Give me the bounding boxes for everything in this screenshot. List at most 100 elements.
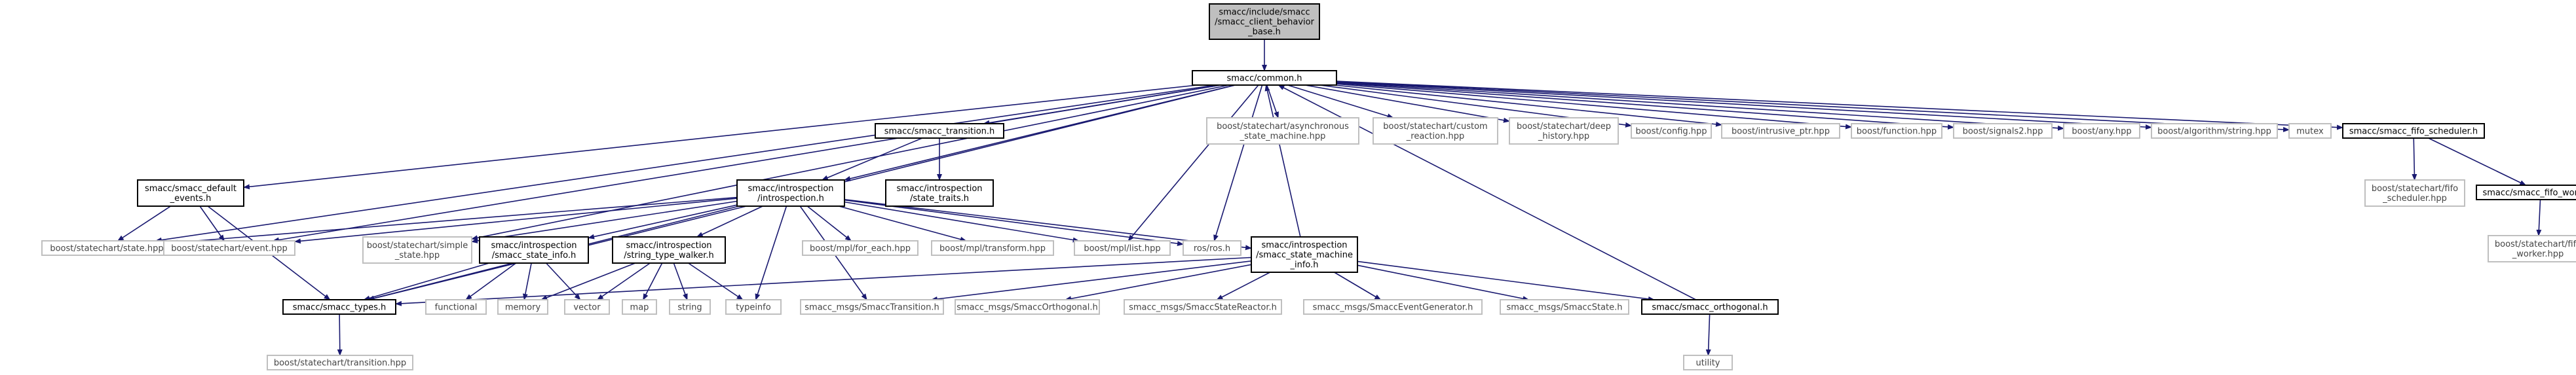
node-box [1851, 123, 1942, 139]
node-mpl_transform: boost/mpl/transform.hpp [931, 240, 1054, 256]
edge-sm_info-to-common [1264, 84, 1301, 238]
node-mpl_list: boost/mpl/list.hpp [1074, 240, 1171, 256]
node-type_walker[interactable]: smacc/introspection/string_type_walker.h [612, 236, 726, 264]
node-state_hpp: boost/statechart/state.hpp [41, 240, 172, 256]
node-label-line: /string_type_walker.h [624, 251, 714, 260]
node-msg_orthogonal: smacc_msgs/SmaccOrthogonal.h [955, 299, 1100, 315]
node-fifo_scheduler_hpp: boost/statechart/fifo_scheduler.hpp [2364, 179, 2465, 207]
node-label-line: smacc/smacc_fifo_scheduler.h [2349, 127, 2478, 137]
node-smacc_types[interactable]: smacc/smacc_types.h [282, 299, 396, 315]
edge-type_walker-to-string [673, 262, 688, 300]
edge-introspection-to-event_hpp [294, 198, 738, 244]
node-box [497, 299, 548, 315]
node-fifo_scheduler_h[interactable]: smacc/smacc_fifo_scheduler.h [2342, 123, 2485, 139]
node-label-line: _info.h [1289, 260, 1318, 270]
node-label-line: smacc/introspection [626, 241, 711, 251]
edge-state_info-to-functional [465, 262, 517, 300]
node-box [2342, 123, 2485, 139]
node-label-line: smacc/smacc_default [145, 184, 237, 194]
edge-sm_info-to-smacc_types [395, 257, 1252, 306]
node-msg_transition: smacc_msgs/SmaccTransition.h [800, 299, 944, 315]
node-algorithm_string: boost/algorithm/string.hpp [2151, 123, 2278, 139]
edge-fifo_worker_h-to-fifo_worker_hpp [2536, 199, 2542, 236]
edge-common-to-simple_state [471, 84, 1230, 241]
node-fifo_worker_hpp: boost/statechart/fifo_worker.hpp [2488, 235, 2576, 262]
node-label-line: /smacc_state_info.h [492, 251, 577, 260]
node-smacc_transition[interactable]: smacc/smacc_transition.h [875, 123, 1004, 139]
edge-common-to-intrusive_ptr [1334, 84, 1722, 127]
node-label-line: smacc/introspection [896, 184, 982, 194]
node-box [425, 299, 487, 315]
edge-state_info-to-smacc_types [363, 262, 489, 301]
node-label-line: boost/mpl/list.hpp [1084, 244, 1160, 254]
node-fifo_worker_h[interactable]: smacc/smacc_fifo_worker.h [2476, 185, 2576, 200]
node-box [1251, 236, 1358, 273]
edge-default_events-to-state_hpp [117, 205, 171, 241]
edge-common-to-any [1336, 82, 2064, 131]
edge-introspection-to-ros [844, 199, 1184, 247]
node-introspection[interactable]: smacc/introspection/introspection.h [736, 179, 845, 207]
node-box [1209, 3, 1320, 40]
edge-introspection-to-for_each [806, 205, 852, 241]
node-label-line: boost/statechart/asynchronous [1217, 122, 1349, 132]
node-label-line: _state_machine.hpp [1240, 132, 1326, 141]
node-box [1303, 299, 1483, 315]
edge-fifo_scheduler_h-to-fifo_worker_h [2428, 137, 2527, 186]
node-box [2288, 123, 2332, 139]
node-label-line: /smacc_state_machine [1256, 251, 1353, 260]
node-label-line: smacc/smacc_orthogonal.h [1652, 303, 1768, 313]
node-label-line: smacc/common.h [1226, 74, 1302, 84]
edge-type_walker-to-map [642, 262, 663, 300]
node-for_each: boost/mpl/for_each.hpp [802, 240, 919, 256]
node-mutex: mutex [2288, 123, 2332, 139]
edge-type_walker-to-typeinfo [688, 262, 744, 300]
node-label-line: smacc_msgs/SmaccTransition.h [805, 303, 939, 313]
node-vector: vector [564, 299, 610, 315]
node-box [1124, 299, 1282, 315]
node-common[interactable]: smacc/common.h [1192, 70, 1337, 86]
node-msg_eventgen: smacc_msgs/SmaccEventGenerator.h [1303, 299, 1483, 315]
node-label-line: mutex [2296, 127, 2324, 137]
node-box [669, 299, 711, 315]
node-string: string [669, 299, 711, 315]
node-memory: memory [497, 299, 548, 315]
node-label-line: map [630, 303, 649, 313]
node-box [2488, 235, 2576, 262]
node-state_traits[interactable]: smacc/introspection/state_traits.h [885, 179, 994, 207]
node-box [137, 179, 244, 207]
node-label-line: functional [435, 303, 478, 313]
node-label-line: boost/statechart/deep [1517, 122, 1611, 132]
edge-common-to-custom_reaction [1287, 84, 1394, 119]
node-box [800, 299, 944, 315]
node-default_events[interactable]: smacc/smacc_default_events.h [137, 179, 244, 207]
node-box [725, 299, 782, 315]
node-label-line: smacc_msgs/SmaccEventGenerator.h [1313, 303, 1473, 313]
node-label-line: smacc/smacc_transition.h [884, 127, 995, 137]
node-box [2151, 123, 2278, 139]
edge-common-to-algorithm_string [1336, 81, 2152, 130]
node-label-line: boost/statechart/fifo [2372, 184, 2458, 194]
node-label-line: smacc/smacc_types.h [293, 303, 386, 313]
node-box [1721, 123, 1840, 139]
node-config: boost/config.hpp [1631, 123, 1712, 139]
node-box [802, 240, 919, 256]
node-box [2364, 179, 2465, 207]
node-label-line: smacc/introspection [1261, 241, 1347, 251]
edge-smacc_types-to-transition_hpp [337, 313, 343, 356]
node-box [1074, 240, 1171, 256]
node-box [736, 179, 845, 207]
node-sm_info[interactable]: smacc/introspection/smacc_state_machine_… [1251, 236, 1358, 273]
node-box [885, 179, 994, 207]
node-label-line: boost/statechart/fifo [2495, 240, 2576, 249]
node-state_info[interactable]: smacc/introspection/smacc_state_info.h [479, 236, 589, 264]
node-label-line: _reaction.hpp [1406, 132, 1464, 141]
edge-common-to-event_hpp [272, 84, 1221, 243]
edge-sm_info-to-msg_state [1357, 264, 1530, 302]
node-label-line: boost/config.hpp [1635, 127, 1707, 137]
edge-introspection-to-typeinfo [755, 205, 787, 300]
node-label-line: boost/function.hpp [1857, 127, 1937, 137]
node-label-line: _events.h [170, 194, 212, 204]
node-smacc_orthogonal[interactable]: smacc/smacc_orthogonal.h [1641, 299, 1779, 315]
node-transition_hpp: boost/statechart/transition.hpp [267, 355, 413, 370]
